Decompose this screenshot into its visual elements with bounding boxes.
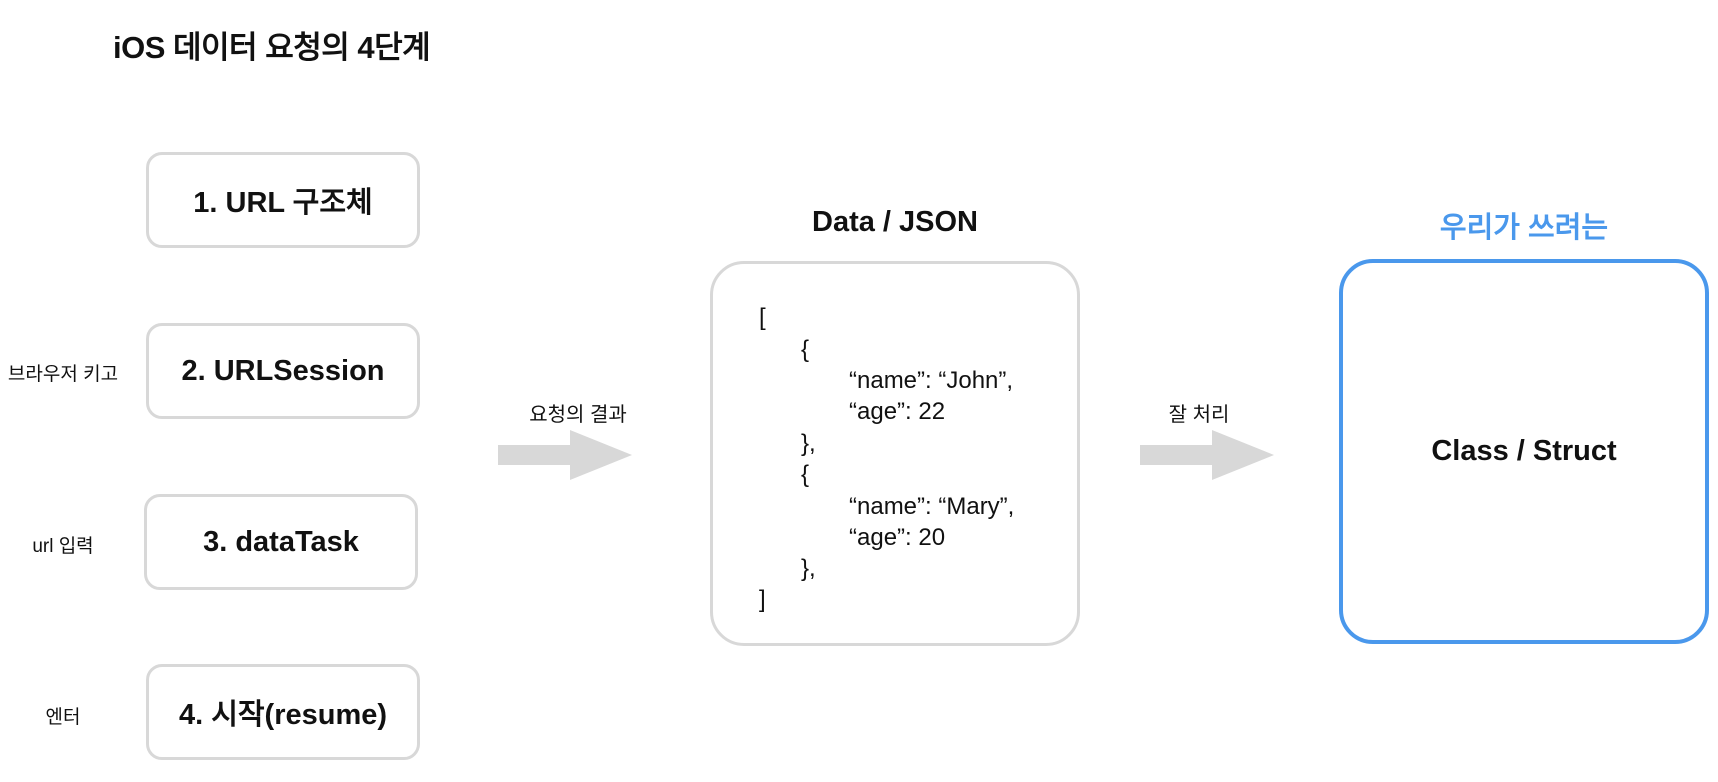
json-line: “name”: “Mary”, (849, 493, 1015, 520)
json-line: }, (801, 555, 816, 582)
side-label-enter-url: url 입력 (32, 536, 94, 557)
json-section-title: Data / JSON (812, 206, 978, 238)
arrow-label-request-result: 요청의 결과 (529, 404, 627, 426)
right-arrow-icon (498, 430, 632, 480)
json-line: [ (759, 304, 766, 331)
step-url-session: 2. URLSession (146, 323, 420, 419)
page-title: iOS 데이터 요청의 4단계 (113, 30, 431, 65)
side-label-enter: 엔터 (45, 707, 81, 728)
json-line: ] (759, 586, 766, 613)
step-resume: 4. 시작(resume) (146, 664, 420, 760)
json-line: }, (801, 430, 816, 457)
json-line: “name”: “John”, (849, 367, 1014, 394)
json-line: { (801, 336, 810, 363)
class-struct-box: Class / Struct (1339, 259, 1709, 644)
json-line: “age”: 20 (849, 524, 946, 551)
step-url-struct: 1. URL 구조체 (146, 152, 420, 248)
json-line: “age”: 22 (849, 398, 946, 425)
side-label-open-browser: 브라우저 키고 (7, 364, 119, 385)
step-data-task: 3. dataTask (144, 494, 418, 590)
json-box: [ { “name”: “John”, “age”: 22 }, { “name… (710, 261, 1080, 646)
struct-section-title: 우리가 쓰려는 (1439, 212, 1609, 244)
right-arrow-icon (1140, 430, 1274, 480)
json-line: { (801, 461, 810, 488)
arrow-label-process: 잘 처리 (1168, 404, 1230, 426)
